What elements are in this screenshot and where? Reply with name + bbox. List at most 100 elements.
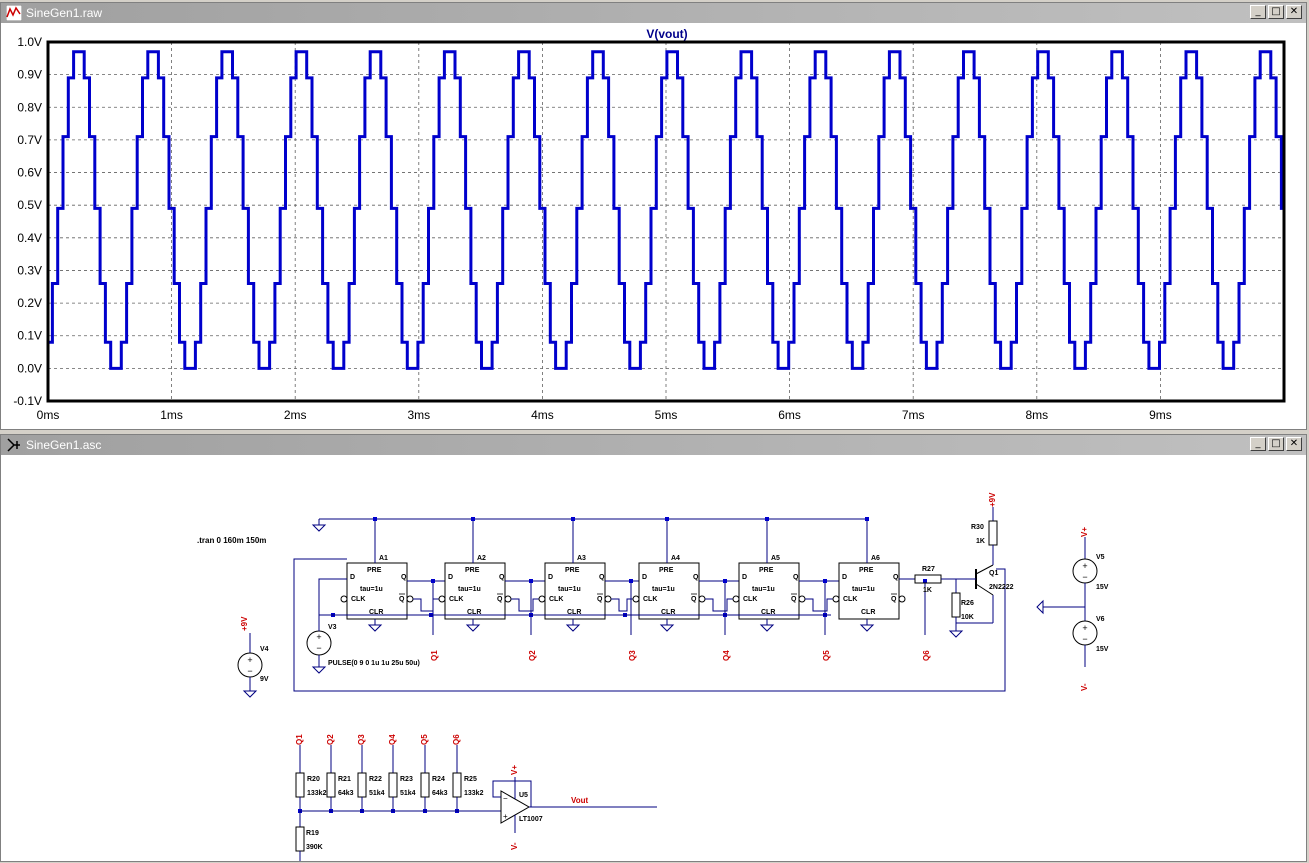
ladder-ref: R24 xyxy=(432,776,445,783)
svg-text:+: + xyxy=(247,655,252,665)
x-tick-label: 3ms xyxy=(407,408,430,422)
v4-supply[interactable]: +9V + − V4 9V xyxy=(237,616,269,698)
schematic-background xyxy=(1,455,1306,861)
waveform-window-titlebar[interactable]: SineGen1.raw _ □ ✕ xyxy=(1,3,1306,23)
schematic-window-titlebar[interactable]: SineGen1.asc _ □ ✕ xyxy=(1,435,1306,455)
r26-resistor[interactable]: R26 10K xyxy=(948,579,994,638)
vout-trace xyxy=(48,50,1284,370)
q1-transistor[interactable]: Q1 2N2222 xyxy=(969,551,1014,596)
flipflop-pre-pin: PRE xyxy=(367,567,382,574)
r19-resistor[interactable]: R19 390K xyxy=(295,811,323,861)
ladder-value: 51k4 xyxy=(369,790,385,797)
flipflop-param: tau=1u xyxy=(558,586,581,593)
ladder-ref: R22 xyxy=(369,776,382,783)
vout-net-label: Vout xyxy=(571,796,589,805)
plot-background xyxy=(1,23,1306,429)
r30-resistor[interactable]: +9V R30 1K xyxy=(971,492,998,551)
ladder-net-label: Q6 xyxy=(452,734,461,745)
flipflop-d-pin: D xyxy=(548,574,553,581)
flipflop-pre-pin: PRE xyxy=(565,567,580,574)
minimize-button[interactable]: _ xyxy=(1250,437,1266,451)
v5-net: V+ xyxy=(1080,527,1089,537)
trace-label[interactable]: V(vout) xyxy=(646,27,687,41)
u5-value: LT1007 xyxy=(519,816,543,823)
flipflop-clk-pin: CLK xyxy=(351,596,365,603)
y-tick-label: 0.1V xyxy=(17,329,42,343)
svg-text:−: − xyxy=(316,643,321,653)
ladder-value: 64k3 xyxy=(338,790,354,797)
v4-ref: V4 xyxy=(260,646,269,653)
flipflop-param: tau=1u xyxy=(360,586,383,593)
r27-resistor[interactable]: R27 1K xyxy=(899,566,969,594)
flipflop-qbar-pin: Q xyxy=(497,596,503,603)
flipflop-clk-pin: CLK xyxy=(643,596,657,603)
ladder-net-label: Q5 xyxy=(420,734,429,745)
flipflop-clr-pin: CLR xyxy=(467,609,481,616)
flipflop-clk-pin: CLK xyxy=(743,596,757,603)
ladder-value: 64k3 xyxy=(432,790,448,797)
v3-pulse-source[interactable]: + − V3 PULSE(0 9 0 1u 1u 25u 50u) xyxy=(306,615,420,674)
r26-value: 10K xyxy=(961,614,974,621)
maximize-button[interactable]: □ xyxy=(1268,5,1284,19)
flipflop-param: tau=1u xyxy=(852,586,875,593)
v5-value: 15V xyxy=(1096,584,1109,591)
flipflop-q-pin: Q xyxy=(893,574,899,581)
flipflop-pre-pin: PRE xyxy=(659,567,674,574)
q-net-label: Q1 xyxy=(430,650,439,661)
y-tick-label: 0.5V xyxy=(17,198,42,212)
y-tick-label: 0.8V xyxy=(17,100,42,114)
ladder-net-label: Q1 xyxy=(295,734,304,745)
v6-supply[interactable]: + − V- V6 15V xyxy=(1036,599,1109,691)
flipflop-ref: A4 xyxy=(671,555,680,562)
ladder-net-label: Q2 xyxy=(326,734,335,745)
u5-vplus: V+ xyxy=(510,765,519,775)
flipflop-pre-pin: PRE xyxy=(859,567,874,574)
flipflop-clk-pin: CLK xyxy=(449,596,463,603)
flipflop-pre-pin: PRE xyxy=(759,567,774,574)
v6-ref: V6 xyxy=(1096,616,1105,623)
waveform-plot[interactable]: -0.1V0.0V0.1V0.2V0.3V0.4V0.5V0.6V0.7V0.8… xyxy=(1,23,1306,429)
flipflop-qbar-pin: Q xyxy=(691,596,697,603)
v4-value: 9V xyxy=(260,676,269,683)
flipflop-clr-pin: CLR xyxy=(861,609,875,616)
flipflop-clr-pin: CLR xyxy=(661,609,675,616)
svg-text:+: + xyxy=(503,812,508,821)
v6-value: 15V xyxy=(1096,646,1109,653)
flipflop-d-pin: D xyxy=(350,574,355,581)
close-button[interactable]: ✕ xyxy=(1286,437,1302,451)
minimize-button[interactable]: _ xyxy=(1250,5,1266,19)
v3-ref: V3 xyxy=(328,624,337,631)
tran-directive[interactable]: .tran 0 160m 150m xyxy=(197,536,266,545)
ladder-ref: R25 xyxy=(464,776,477,783)
maximize-button[interactable]: □ xyxy=(1268,437,1284,451)
ladder-ref: R20 xyxy=(307,776,320,783)
ladder-net-label: Q3 xyxy=(357,734,366,745)
feedback-wire xyxy=(293,558,1006,692)
flipflop-q-pin: Q xyxy=(401,574,407,581)
y-tick-label: 0.6V xyxy=(17,166,42,180)
close-button[interactable]: ✕ xyxy=(1286,5,1302,19)
v5-supply[interactable]: V+ + − V5 15V xyxy=(1072,527,1109,621)
ladder-value: 133k2 xyxy=(464,790,484,797)
q-net-label: Q4 xyxy=(722,650,731,661)
v5-ref: V5 xyxy=(1096,554,1105,561)
schematic-icon xyxy=(7,438,20,452)
r26-ref: R26 xyxy=(961,600,974,607)
flipflop-clr-pin: CLR xyxy=(369,609,383,616)
waveform-icon xyxy=(6,5,22,21)
svg-text:−: − xyxy=(1082,572,1087,582)
y-tick-label: 0.7V xyxy=(17,133,42,147)
q1-ref: Q1 xyxy=(989,570,998,577)
q-net-label: Q6 xyxy=(922,650,931,661)
u5-opamp[interactable]: − + V+ V- U5 LT1007 Vout xyxy=(300,765,657,850)
svg-text:+: + xyxy=(316,632,321,642)
